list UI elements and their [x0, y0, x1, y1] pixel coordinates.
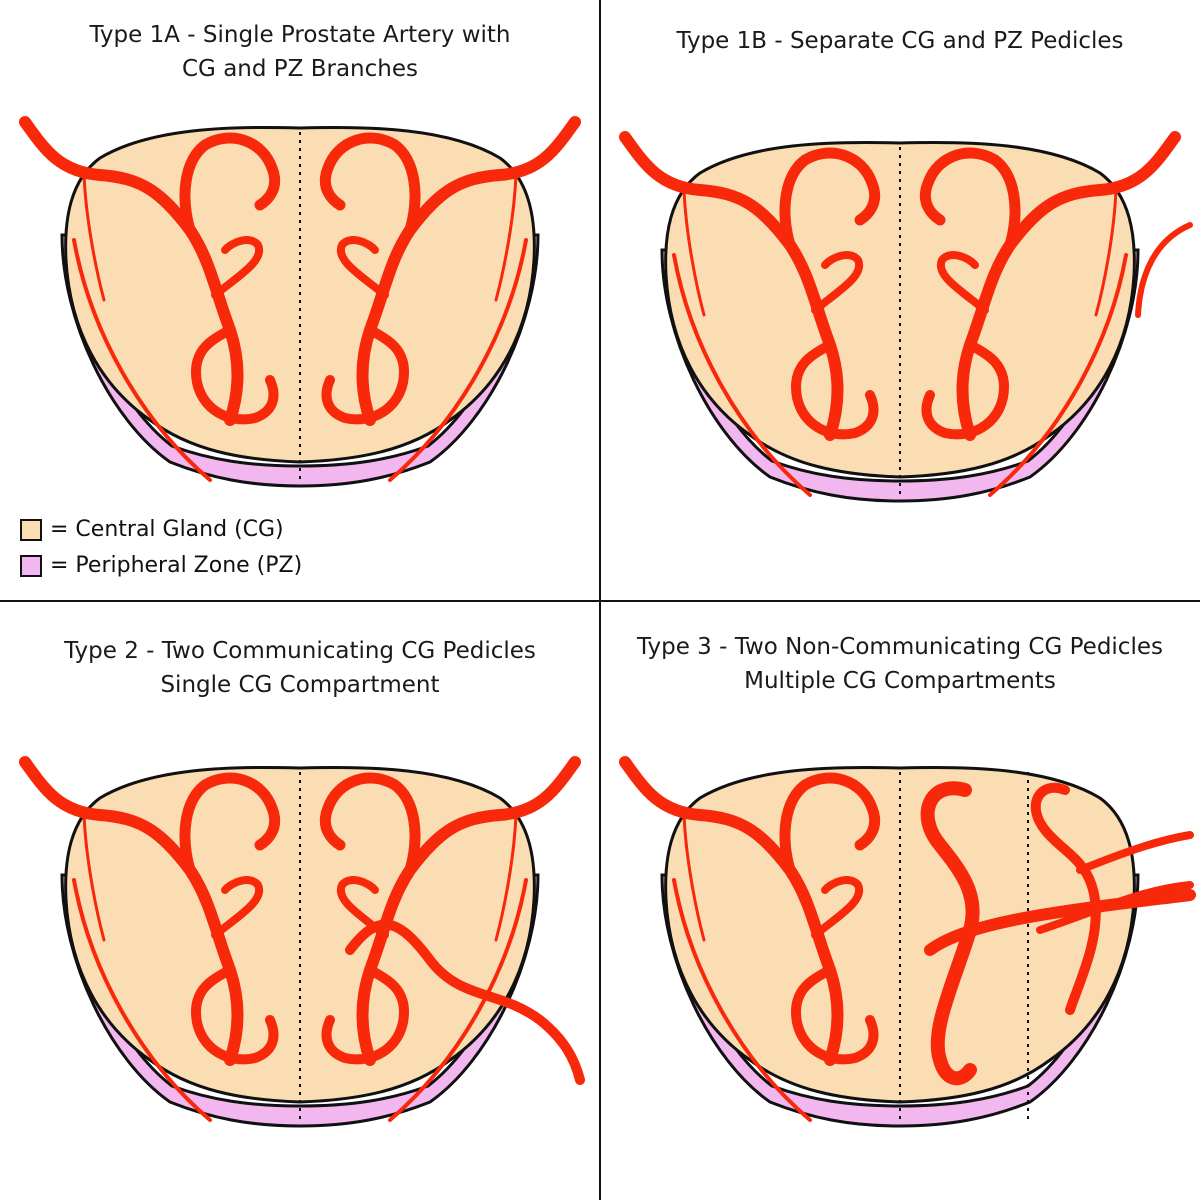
right-compartment-arteries	[920, 781, 1196, 1086]
second-cg-pedicle	[345, 919, 585, 1085]
legend: = Central Gland (CG) = Peripheral Zone (…	[20, 512, 302, 584]
panel-type-1a: Type 1A - Single Prostate Artery with CG…	[0, 0, 600, 600]
legend-item-central-gland: = Central Gland (CG)	[20, 512, 302, 548]
legend-item-peripheral-zone: = Peripheral Zone (PZ)	[20, 548, 302, 584]
panel-title-line1: Type 3 - Two Non-Communicating CG Pedicl…	[637, 634, 1163, 660]
central-gland-swatch	[20, 519, 42, 541]
panel-type-3: Type 3 - Two Non-Communicating CG Pedicl…	[600, 600, 1200, 1200]
panel-title-line2: Single CG Compartment	[160, 672, 440, 698]
prostate-diagram-type-2	[0, 600, 585, 1128]
prostate-diagram-type-1b	[600, 0, 1193, 503]
peripheral-zone-swatch	[20, 555, 42, 577]
panel-title-line2: Multiple CG Compartments	[744, 668, 1056, 694]
panel-title-line2: CG and PZ Branches	[182, 56, 418, 82]
legend-label: = Central Gland (CG)	[50, 517, 284, 542]
panel-title-line1: Type 2 - Two Communicating CG Pedicles	[64, 638, 536, 664]
panel-type-2: Type 2 - Two Communicating CG Pedicles S…	[0, 600, 600, 1200]
panel-title-line1: Type 1B - Separate CG and PZ Pedicles	[676, 28, 1124, 54]
horizontal-divider	[0, 600, 1200, 602]
legend-label: = Peripheral Zone (PZ)	[50, 553, 303, 578]
panel-title-line1: Type 1A - Single Prostate Artery with	[89, 22, 511, 48]
panel-type-1b: Type 1B - Separate CG and PZ Pedicles	[600, 0, 1200, 600]
prostate-diagram-type-3	[600, 600, 1196, 1128]
pz-pedicle	[1135, 222, 1193, 318]
prostate-diagram-type-1a	[0, 0, 600, 488]
